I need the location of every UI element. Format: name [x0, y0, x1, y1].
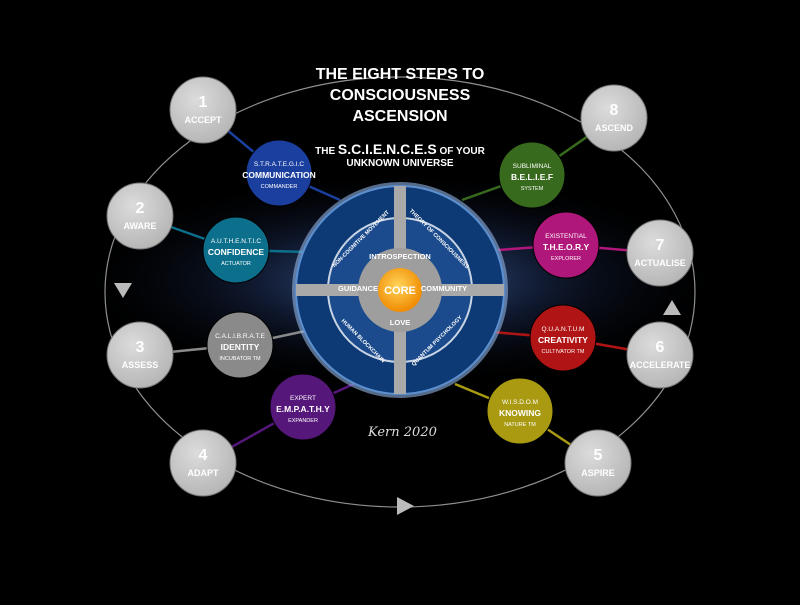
science-label-top: SUBLIMINAL [513, 163, 552, 170]
science-node: EXISTENTIAL T.H.E.O.R.Y EXPLORER [532, 211, 600, 279]
science-node: S.T.R.A.T.E.G.I.C COMMUNICATION COMMANDER [242, 139, 316, 207]
science-label-main: B.E.L.I.E.F [511, 172, 553, 182]
science-label-top: EXISTENTIAL [545, 233, 587, 240]
science-circle [206, 311, 274, 379]
core-label: CORE [384, 285, 416, 297]
loop-arrow-up [663, 300, 681, 315]
science-label-bottom: INCUBATOR TM [219, 356, 261, 362]
science-label-bottom: SYSTEM [521, 186, 544, 192]
step-circle [106, 182, 174, 250]
signature: Kern 2020 [368, 425, 437, 440]
core-circle [378, 268, 422, 312]
introspection-label: INTROSPECTION [369, 252, 431, 261]
step-label: ACCELERATE [630, 360, 691, 370]
science-label-main: E.M.P.A.T.H.Y [276, 404, 330, 414]
science-node: C.A.L.I.B.R.A.T.E IDENTITY INCUBATOR TM [206, 311, 274, 379]
step-circle [626, 321, 694, 389]
science-circle [486, 377, 554, 445]
subtitle-post: OF YOUR [436, 146, 485, 157]
step-number: 3 [136, 339, 145, 356]
science-label-top: W.I.S.D.O.M [502, 399, 538, 406]
science-label-main: IDENTITY [221, 342, 260, 352]
science-node: SUBLIMINAL B.E.L.I.E.F SYSTEM [498, 141, 566, 209]
step-circle [169, 429, 237, 497]
step-label: ASCEND [595, 123, 634, 133]
science-node: Q.U.A.N.T.U.M CREATIVITY CULTIVATOR TM [529, 304, 597, 372]
science-circle [269, 373, 337, 441]
main-title-line-2: CONSCIOUSNESS [329, 87, 471, 104]
main-title-line-1: THE EIGHT STEPS TO [315, 66, 485, 83]
main-title-line-3: ASCENSION [352, 108, 448, 125]
step-circle [169, 76, 237, 144]
subtitle-line-1: THE S.C.I.E.N.C.E.S OF YOUR [250, 141, 550, 157]
science-label-top: S.T.R.A.T.E.G.I.C [254, 161, 305, 168]
science-label-top: EXPERT [290, 395, 316, 402]
step-label: ADAPT [188, 468, 220, 478]
step-circle [580, 84, 648, 152]
science-label-main: CREATIVITY [538, 335, 588, 345]
science-circle [498, 141, 566, 209]
step-label: ACCEPT [184, 115, 222, 125]
science-label-top: C.A.L.I.B.R.A.T.E [215, 333, 266, 340]
central-wheel: CORE INTROSPECTION GUIDANCE COMMUNITY LO… [292, 182, 508, 398]
step-label: AWARE [123, 221, 156, 231]
love-label: LOVE [390, 318, 410, 327]
science-label-bottom: ACTUATOR [221, 261, 251, 267]
science-label-main: KNOWING [499, 408, 541, 418]
step-label: ACTUALISE [634, 258, 686, 268]
step-number: 4 [199, 447, 208, 464]
step-label: ASSESS [122, 360, 159, 370]
science-label-bottom: CULTIVATOR TM [542, 349, 585, 355]
science-circle [529, 304, 597, 372]
step-circle [626, 219, 694, 287]
step-circle [564, 429, 632, 497]
main-title: THE EIGHT STEPS TO CONSCIOUSNESS ASCENSI… [250, 64, 550, 127]
science-circle [532, 211, 600, 279]
science-label-bottom: EXPLORER [551, 256, 581, 262]
step-label: ASPIRE [581, 468, 615, 478]
science-node: A.U.T.H.E.N.T.I.C CONFIDENCE ACTUATOR [202, 216, 270, 284]
step-number: 6 [656, 339, 665, 356]
step-circle [106, 321, 174, 389]
step-number: 5 [594, 447, 603, 464]
science-node: W.I.S.D.O.M KNOWING NATURE TM [486, 377, 554, 445]
science-label-main: COMMUNICATION [242, 170, 316, 180]
subtitle-pre: THE [315, 146, 338, 157]
science-label-main: CONFIDENCE [208, 247, 265, 257]
subtitle-sciences: S.C.I.E.N.C.E.S [337, 141, 437, 157]
sciences-group: S.T.R.A.T.E.G.I.C COMMUNICATION COMMANDER A… [202, 139, 600, 445]
subtitle-line-2: UNKNOWN UNIVERSE [346, 158, 454, 169]
community-label: COMMUNITY [421, 284, 467, 293]
step-number: 2 [136, 200, 145, 217]
loop-arrow-right [397, 497, 414, 515]
science-node: EXPERT E.M.P.A.T.H.Y EXPANDER [269, 373, 337, 441]
science-label-bottom: EXPANDER [288, 418, 318, 424]
science-label-bottom: NATURE TM [504, 422, 536, 428]
guidance-label: GUIDANCE [338, 284, 378, 293]
science-circle [245, 139, 313, 207]
science-label-top: Q.U.A.N.T.U.M [542, 326, 585, 333]
loop-arrow-down [114, 283, 132, 298]
science-circle [202, 216, 270, 284]
step-number: 1 [199, 94, 208, 111]
step-number: 8 [610, 102, 619, 119]
science-label-bottom: COMMANDER [261, 184, 298, 190]
science-label-top: A.U.T.H.E.N.T.I.C [211, 238, 262, 245]
step-number: 7 [656, 237, 665, 254]
science-label-main: T.H.E.O.R.Y [543, 242, 590, 252]
